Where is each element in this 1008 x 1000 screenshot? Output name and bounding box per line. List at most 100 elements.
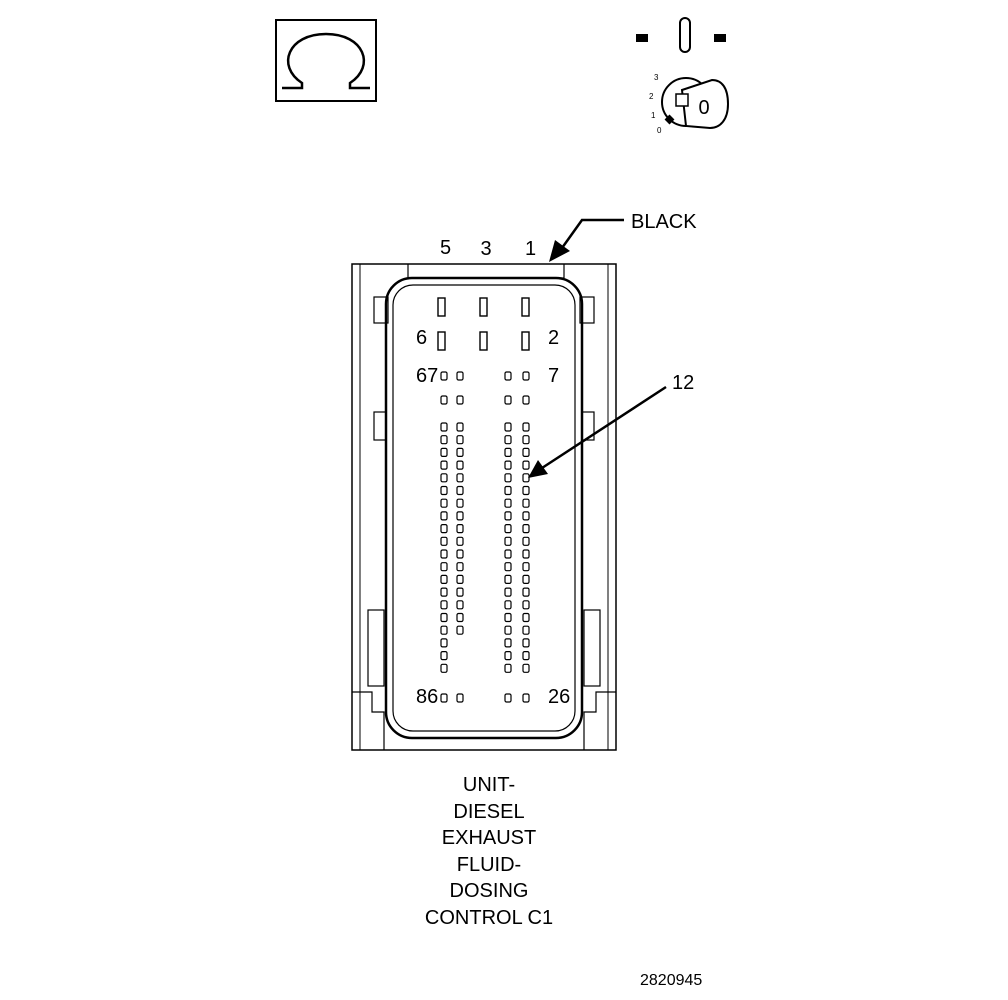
- pin-cavity: [456, 422, 464, 432]
- pin-cavity: [456, 612, 464, 623]
- pin-cavity: [456, 523, 464, 534]
- pin-cavity: [522, 536, 530, 546]
- caption-line: EXHAUST: [441, 827, 537, 849]
- pin-cavity: [456, 371, 464, 381]
- pin-cavity: [522, 371, 530, 381]
- pin-cavity: [440, 650, 448, 661]
- pin-cavity: [456, 587, 464, 597]
- pin-cavity: [440, 435, 448, 445]
- pin-cavity: [440, 473, 448, 483]
- caption-line: UNIT-: [462, 774, 516, 796]
- pin-cavity: [456, 600, 464, 610]
- pin-cavity: [504, 447, 512, 457]
- pin-cavity: [504, 650, 512, 661]
- pin-cavity: [440, 663, 448, 673]
- pin-cavity: [440, 574, 448, 585]
- pin-cavity: [440, 638, 448, 648]
- pin-cavity: [522, 549, 530, 559]
- pin-cavity: [456, 574, 464, 585]
- pin-cavity: [504, 638, 512, 648]
- pin-cavity: [504, 612, 512, 623]
- pin-cavity: [456, 435, 464, 445]
- pin-cavity: [440, 587, 448, 597]
- pin-cavity: [522, 693, 530, 703]
- pin-cavity: [456, 536, 464, 546]
- pin-cavity: [522, 600, 530, 610]
- pin-cavity: [504, 549, 512, 559]
- caption-line: DOSING: [449, 880, 529, 902]
- pin-cavity: [522, 562, 530, 572]
- pin-cavity: [504, 460, 512, 470]
- pin-cavity: [456, 473, 464, 483]
- pin-6: [437, 331, 446, 351]
- pin-5: [437, 297, 446, 317]
- pin-cavity: [504, 422, 512, 432]
- pin-cavity: [522, 650, 530, 661]
- pin-cavity: [440, 511, 448, 521]
- pin-cavity: [522, 498, 530, 508]
- pin-cavity: [522, 460, 530, 470]
- pin-cavity: [456, 498, 464, 508]
- pin-cavity: [440, 460, 448, 470]
- key-position-3: 3: [654, 73, 659, 82]
- pin-cavity: [456, 562, 464, 572]
- pin-cavity: [504, 511, 512, 521]
- key-face-label: 0: [698, 97, 709, 119]
- pin-cavity: [440, 693, 448, 703]
- pin-cavity: [522, 422, 530, 432]
- key-position-1: 1: [651, 111, 656, 120]
- pin-cavity: [522, 473, 530, 483]
- pin-cavity: [440, 536, 448, 546]
- pin-cavity: [522, 587, 530, 597]
- pin-cavity: [504, 587, 512, 597]
- pin-cavity: [440, 498, 448, 508]
- pin-cavity: [504, 574, 512, 585]
- connector-caption: UNIT- DIESEL EXHAUST FLUID- DOSING CONTR…: [339, 772, 639, 931]
- pin-cavity: [456, 460, 464, 470]
- pin-cavity: [504, 485, 512, 496]
- pin-label-7: 7: [548, 365, 559, 387]
- pin-cavity: [522, 435, 530, 445]
- pin-cavity: [504, 395, 512, 405]
- pin-label-3: 3: [480, 238, 491, 260]
- pin-cavity: [522, 638, 530, 648]
- caption-line: DIESEL: [453, 800, 525, 823]
- pin-label-86: 86: [416, 686, 438, 708]
- pin-4: [479, 331, 488, 351]
- pin-cavity: [456, 625, 464, 635]
- pin-cavity: [504, 562, 512, 572]
- pin-labels: 5 3 1 6 2 67 7 86 26: [416, 237, 570, 708]
- pin-cavity: [522, 612, 530, 623]
- pin-label-1: 1: [525, 238, 536, 260]
- pin-cavity: [440, 422, 448, 432]
- pin-3: [479, 297, 488, 317]
- pin-cavity: [522, 523, 530, 534]
- ohm-icon: [275, 19, 377, 102]
- pin-cavity: [440, 523, 448, 534]
- pin-cavity: [440, 395, 448, 405]
- key-position-2: 2: [649, 92, 654, 101]
- pin-cavity: [504, 663, 512, 673]
- pin-cavity: [504, 498, 512, 508]
- pin-cavity: [504, 523, 512, 534]
- pin-cavity: [504, 435, 512, 445]
- pin-cavity: [456, 549, 464, 559]
- pin-cavity: [440, 562, 448, 572]
- pin-cavity: [504, 625, 512, 635]
- pin-cavity: [440, 625, 448, 635]
- key-position-0: 0: [657, 126, 662, 135]
- color-callout-label: BLACK: [631, 211, 697, 233]
- caption-line: CONTROL C1: [424, 906, 554, 929]
- pin-cavity: [504, 473, 512, 483]
- pin-cavity: [504, 371, 512, 381]
- pin-cavities: [437, 297, 530, 351]
- pin-label-2: 2: [548, 327, 559, 349]
- pin-cavity: [522, 663, 530, 673]
- pin-cavity: [504, 600, 512, 610]
- pin-cavity: [440, 485, 448, 496]
- pin-cavity: [522, 395, 530, 405]
- pin-1: [521, 297, 530, 317]
- pin-cavity: [504, 693, 512, 703]
- caption-line: FLUID-: [456, 853, 522, 876]
